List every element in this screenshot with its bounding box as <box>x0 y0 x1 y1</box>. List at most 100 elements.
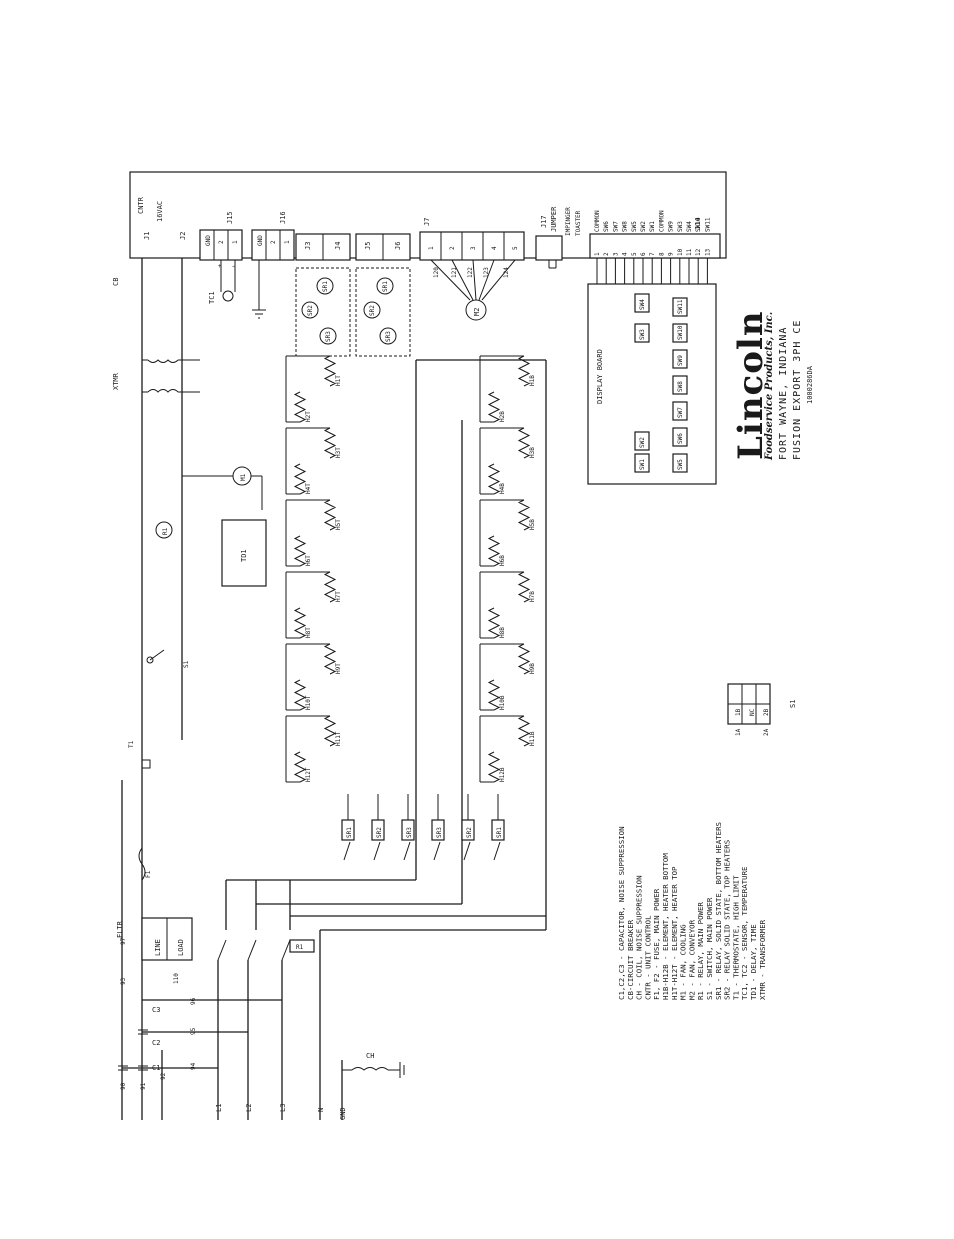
wire-97: 97 <box>120 937 127 945</box>
relay-block-j3-j4: J3 J4 SR1 SR2 SR3 <box>295 233 351 357</box>
heater-top-label: H10T <box>305 695 312 710</box>
display-switch-label: SW9 <box>677 355 684 366</box>
j14-signal: SW11 <box>704 217 711 232</box>
wire-110: 110 <box>173 973 180 984</box>
ch-label: CH <box>366 1052 374 1060</box>
j14-signal: SW9 <box>668 221 675 232</box>
line-n: N <box>317 1108 325 1112</box>
heater-top-7 <box>293 535 307 567</box>
line-l1: L1 <box>215 1104 223 1112</box>
legend-entry: CH - COIL, NOISE SUPPRESSION <box>635 875 644 1000</box>
heater-top-label: H4T <box>305 483 312 494</box>
m1-label: M1 <box>240 473 247 481</box>
j15-label: J15 <box>226 211 234 224</box>
j14-signal: SW5 <box>631 221 638 232</box>
legend-entry: SR2 - RELAY SOLID STATE, TOP HEATERS <box>723 840 732 1000</box>
power-entry: L1 L2 L3 N GND C1 C2 C3 90 91 92 93 94 9… <box>118 780 405 1120</box>
wire-95: 95 <box>190 1027 197 1035</box>
line-l3: L3 <box>279 1104 287 1112</box>
j1-label: J1 <box>143 232 151 240</box>
s1-table-r0c0: 1B <box>735 708 742 716</box>
display-switch-sw4[interactable] <box>634 293 650 313</box>
j14-signal: SW4 <box>686 221 693 232</box>
j15-pin-2: 2 <box>218 240 225 244</box>
legend-entry: F1, F2 - FUSE, MAIN POWER <box>652 888 661 1000</box>
legend-entry: XTMR - TRANSFORMER <box>758 919 767 1000</box>
j14-pin: 1 <box>594 252 601 256</box>
s1-table-r0c2: 2B <box>763 708 770 716</box>
s1-label: S1 <box>183 660 190 668</box>
display-switch-sw10[interactable] <box>672 323 688 343</box>
line-gnd: GND <box>339 1107 347 1120</box>
j17-label: J17 <box>540 215 548 228</box>
model-text: FUSION EXPORT 3PH CE <box>792 320 803 460</box>
wire-94: 94 <box>190 1062 197 1070</box>
heater-top-1 <box>293 751 307 783</box>
connector-j14: J14 1COMMON2SW63SW74SW85SW56SW27SW18COMM… <box>589 210 721 284</box>
legend-entry: TC1, TC2 - SENSOR, TEMPERATURE <box>740 867 749 1001</box>
heater-top-3 <box>293 679 307 711</box>
j14-signal: SW8 <box>622 221 629 232</box>
m2-label: M2 <box>473 308 481 316</box>
display-switch-sw3[interactable] <box>634 323 650 343</box>
j14-pin: 4 <box>622 252 629 256</box>
legend-entry: C1,C2,C3 - CAPACITOR, NOISE SUPPRESSION <box>617 826 626 1000</box>
heater-bottom-label: H11B <box>529 731 536 746</box>
legend-entry: S1 - SWITCH, MAIN POWER <box>705 897 714 1000</box>
wire-102: 122 <box>467 267 474 278</box>
wire-90: 90 <box>120 1082 127 1090</box>
c2-label: C2 <box>152 1039 160 1047</box>
wire-100: 120 <box>433 267 440 278</box>
display-switch-label: SW10 <box>677 325 684 340</box>
s1-table-r0c1: NC <box>749 708 756 716</box>
display-switch-label: SW11 <box>677 299 684 314</box>
heater-top-label: H11T <box>335 731 342 746</box>
legend-entry: H1B-H12B - ELEMENT, HEATER BOTTOM <box>661 853 670 1000</box>
display-switch-sw8[interactable] <box>672 375 688 395</box>
display-switch-sw1[interactable] <box>634 453 650 473</box>
sr2-circle-a: SR2 <box>307 305 314 316</box>
heater-top-label: H8T <box>305 627 312 638</box>
sub-brand: Foodservice Products, Inc. <box>764 312 775 461</box>
j16-pin-2: 2 <box>270 240 277 244</box>
j17-jumper-label: JUMPER <box>550 206 558 232</box>
connector-j17: J17 JUMPER IMPINGER TOASTER <box>535 206 582 269</box>
tc1-label: TC1 <box>208 291 216 304</box>
display-switch-sw7[interactable] <box>672 401 688 421</box>
heater-top-label: H6T <box>305 555 312 566</box>
heater-bottom-9 <box>487 463 501 495</box>
title-block: Lincoln Foodservice Products, Inc. FORT … <box>731 310 814 461</box>
legend-entry: H1T-H12T - ELEMENT, HEATER TOP <box>670 866 679 1000</box>
display-switch-sw11[interactable] <box>672 297 688 317</box>
display-switch-sw5[interactable] <box>672 453 688 473</box>
j14-signal: COMMON <box>594 210 601 232</box>
legend-entry: CB-CIRCUIT BREAKER <box>626 919 635 1000</box>
display-switch-sw6[interactable] <box>672 427 688 447</box>
j14-pin: 3 <box>612 252 619 256</box>
j16-label: J16 <box>279 211 287 224</box>
j14-pin: 10 <box>677 248 684 256</box>
heater-top-10 <box>323 427 337 459</box>
relay-label: SR1 <box>346 827 353 838</box>
heater-bottom-10 <box>517 427 531 459</box>
heater-top-label: H2T <box>305 411 312 422</box>
fltr-label: FLTR <box>116 920 124 938</box>
display-switch-label: SW6 <box>677 433 684 444</box>
display-switch-sw9[interactable] <box>672 349 688 369</box>
display-switch-sw2[interactable] <box>634 431 650 451</box>
j16-pin-gnd: GND <box>257 235 264 246</box>
heater-top-11 <box>293 391 307 423</box>
display-switch-label: SW8 <box>677 381 684 392</box>
relay-label: SR3 <box>436 827 443 838</box>
wire-103: 123 <box>483 267 490 278</box>
wire-101: 121 <box>451 267 458 278</box>
heater-bottom-6 <box>517 571 531 603</box>
heater-bottom-4 <box>517 643 531 675</box>
fltr-line: LINE <box>154 939 162 956</box>
heater-top-2 <box>323 715 337 747</box>
city-text: FORT WAYNE, INDIANA <box>778 327 789 460</box>
r1-contact-label: R1 <box>296 944 304 951</box>
legend-entry: R1 - RELAY, MAIN POWER <box>696 902 705 1000</box>
